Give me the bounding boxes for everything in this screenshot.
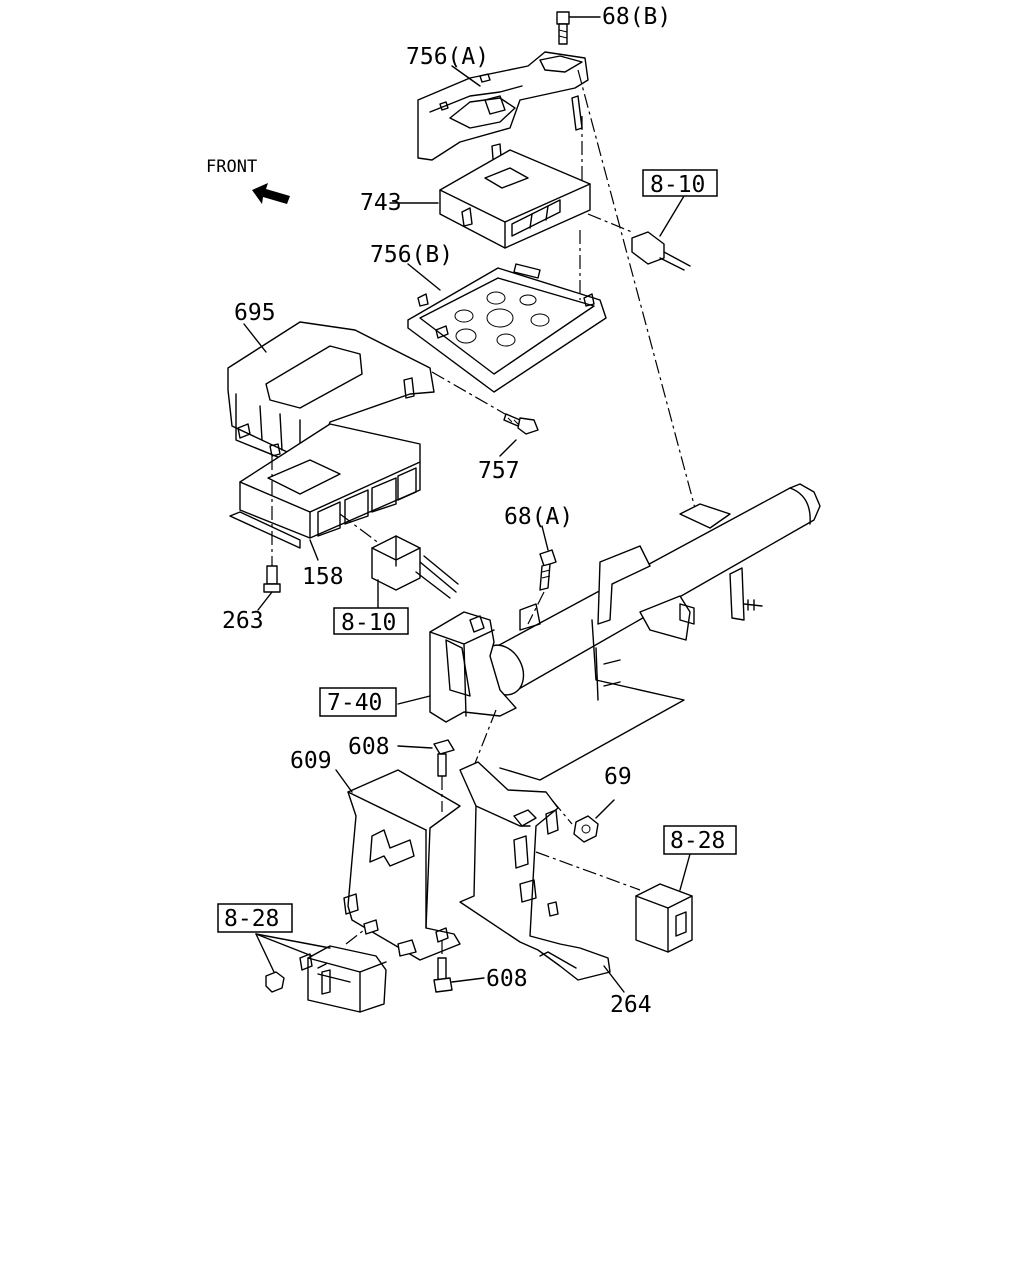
ref-box-8-28-right [663, 825, 737, 855]
ref-box-8-10-top [642, 169, 718, 197]
bolt-608-top [397, 739, 455, 777]
bolt-263 [257, 565, 281, 611]
control-unit-158 [229, 423, 421, 561]
bracket-695 [227, 321, 435, 467]
ref-8-10-top: 8-10 [650, 172, 705, 198]
bracket-264 [459, 761, 625, 993]
bolt-68b [556, 11, 601, 45]
module-8-28-left [255, 933, 387, 1013]
bracket-756a [417, 51, 589, 173]
bolt-608-bottom [433, 957, 485, 993]
ref-7-40: 7-40 [327, 690, 382, 716]
label-69: 69 [604, 764, 632, 790]
label-756b: 756(B) [370, 242, 453, 268]
housing-7-40 [397, 611, 517, 723]
ref-box-8-10-left [333, 607, 409, 635]
label-264: 264 [610, 992, 652, 1018]
front-label: FRONT [206, 157, 257, 177]
label-263: 263 [222, 608, 264, 634]
control-unit-743 [389, 149, 591, 249]
label-68b: 68(B) [602, 4, 671, 30]
ref-8-28-left: 8-28 [224, 906, 279, 932]
bolt-757 [499, 413, 539, 457]
label-757: 757 [478, 458, 520, 484]
label-68a: 68(A) [504, 504, 573, 530]
label-609: 609 [290, 748, 332, 774]
label-158: 158 [302, 564, 344, 590]
module-8-28-right [635, 853, 693, 953]
label-608-top: 608 [348, 734, 390, 760]
cross-beam [479, 483, 821, 781]
ref-box-7-40 [319, 687, 397, 717]
bracket-609 [335, 769, 461, 961]
label-756a: 756(A) [406, 44, 489, 70]
nut-69 [573, 799, 615, 843]
ref-box-8-28-left [217, 903, 293, 933]
label-695: 695 [234, 300, 276, 326]
ref-8-10-left: 8-10 [341, 610, 396, 636]
bracket-756b [407, 263, 607, 393]
label-608-bottom: 608 [486, 966, 528, 992]
ref-8-28-right: 8-28 [670, 828, 725, 854]
connector-8-10-left [371, 535, 459, 611]
bolt-68a [539, 525, 557, 591]
stud-pair [345, 919, 417, 957]
front-arrow-icon [252, 183, 290, 204]
connector-8-10-top [631, 195, 691, 271]
label-743: 743 [360, 190, 402, 216]
